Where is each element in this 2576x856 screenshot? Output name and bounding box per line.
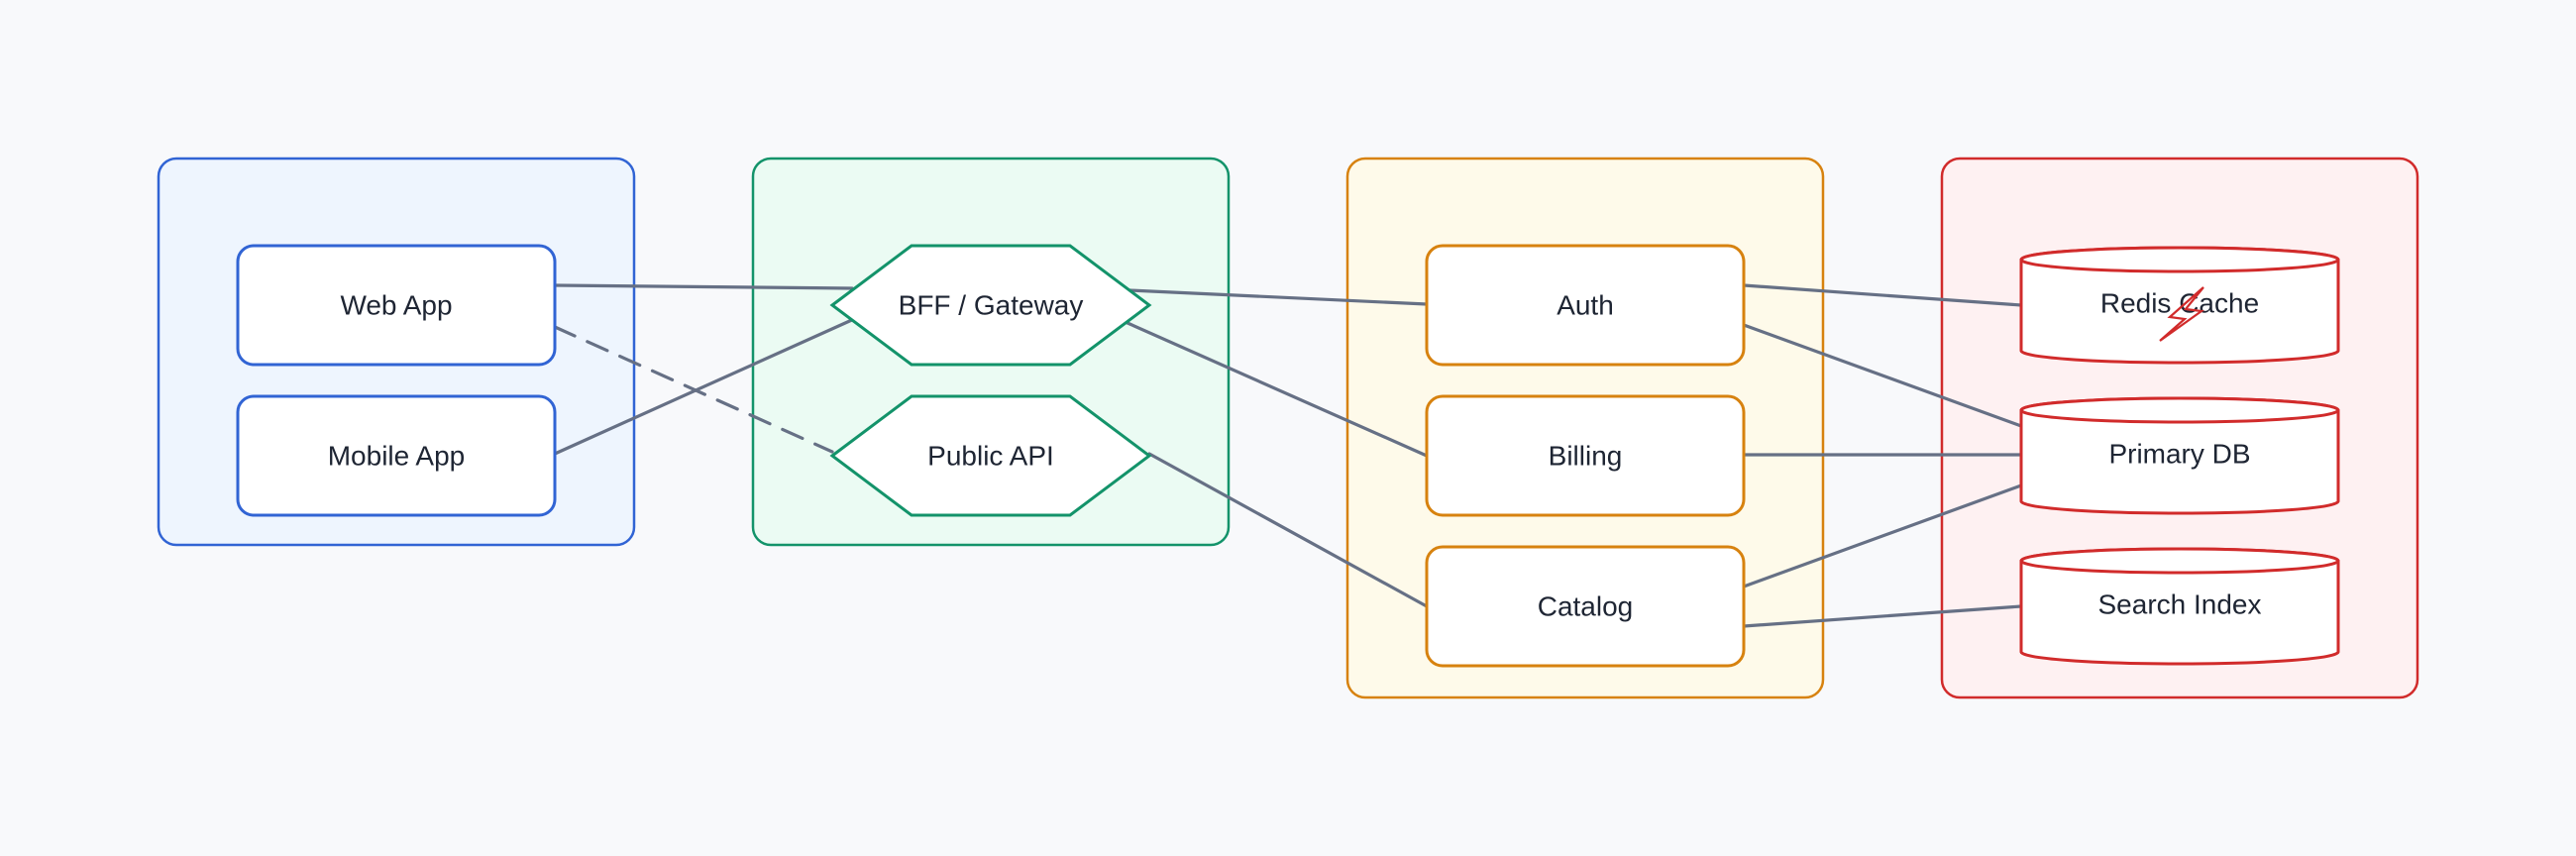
node-redis-cache[interactable]: Redis Cache	[2019, 246, 2340, 365]
node-label: Redis Cache	[2100, 288, 2259, 319]
lightning-bolt-icon	[2159, 286, 2204, 342]
node-label: Catalog	[1538, 591, 1634, 622]
edge-bff-gateway-to-billing	[1126, 321, 1429, 458]
node-search-index[interactable]: Search Index	[2019, 547, 2340, 666]
node-primary-db[interactable]: Primary DB	[2019, 396, 2340, 515]
node-catalog[interactable]: Catalog	[1425, 545, 1746, 668]
edge-catalog-to-primary-db	[1742, 483, 2023, 588]
edge-mobile-app-to-bff-gateway	[553, 317, 856, 456]
edge-web-app-to-bff-gateway	[553, 283, 854, 290]
node-label: Auth	[1556, 290, 1614, 321]
node-label: BFF / Gateway	[899, 290, 1084, 321]
edges-layer	[553, 283, 2023, 628]
edge-catalog-to-search-index	[1742, 604, 2023, 628]
node-label: Web App	[340, 290, 452, 321]
node-auth[interactable]: Auth	[1425, 244, 1746, 367]
edge-bff-gateway-to-auth	[1127, 288, 1429, 306]
node-web-app[interactable]: Web App	[236, 244, 557, 367]
node-label: Billing	[1549, 441, 1623, 472]
node-label: Primary DB	[2108, 439, 2250, 470]
node-label: Public API	[927, 441, 1054, 472]
node-mobile-app[interactable]: Mobile App	[236, 394, 557, 517]
edge-web-app-to-public-api	[553, 325, 834, 454]
edge-public-api-to-catalog	[1147, 452, 1429, 608]
node-public-api[interactable]: Public API	[829, 394, 1152, 517]
node-label: Mobile App	[328, 441, 466, 472]
edge-auth-to-primary-db	[1742, 323, 2023, 428]
edge-auth-to-redis-cache	[1742, 283, 2023, 307]
node-label: Search Index	[2098, 589, 2262, 620]
node-bff-gateway[interactable]: BFF / Gateway	[829, 244, 1152, 367]
node-billing[interactable]: Billing	[1425, 394, 1746, 517]
